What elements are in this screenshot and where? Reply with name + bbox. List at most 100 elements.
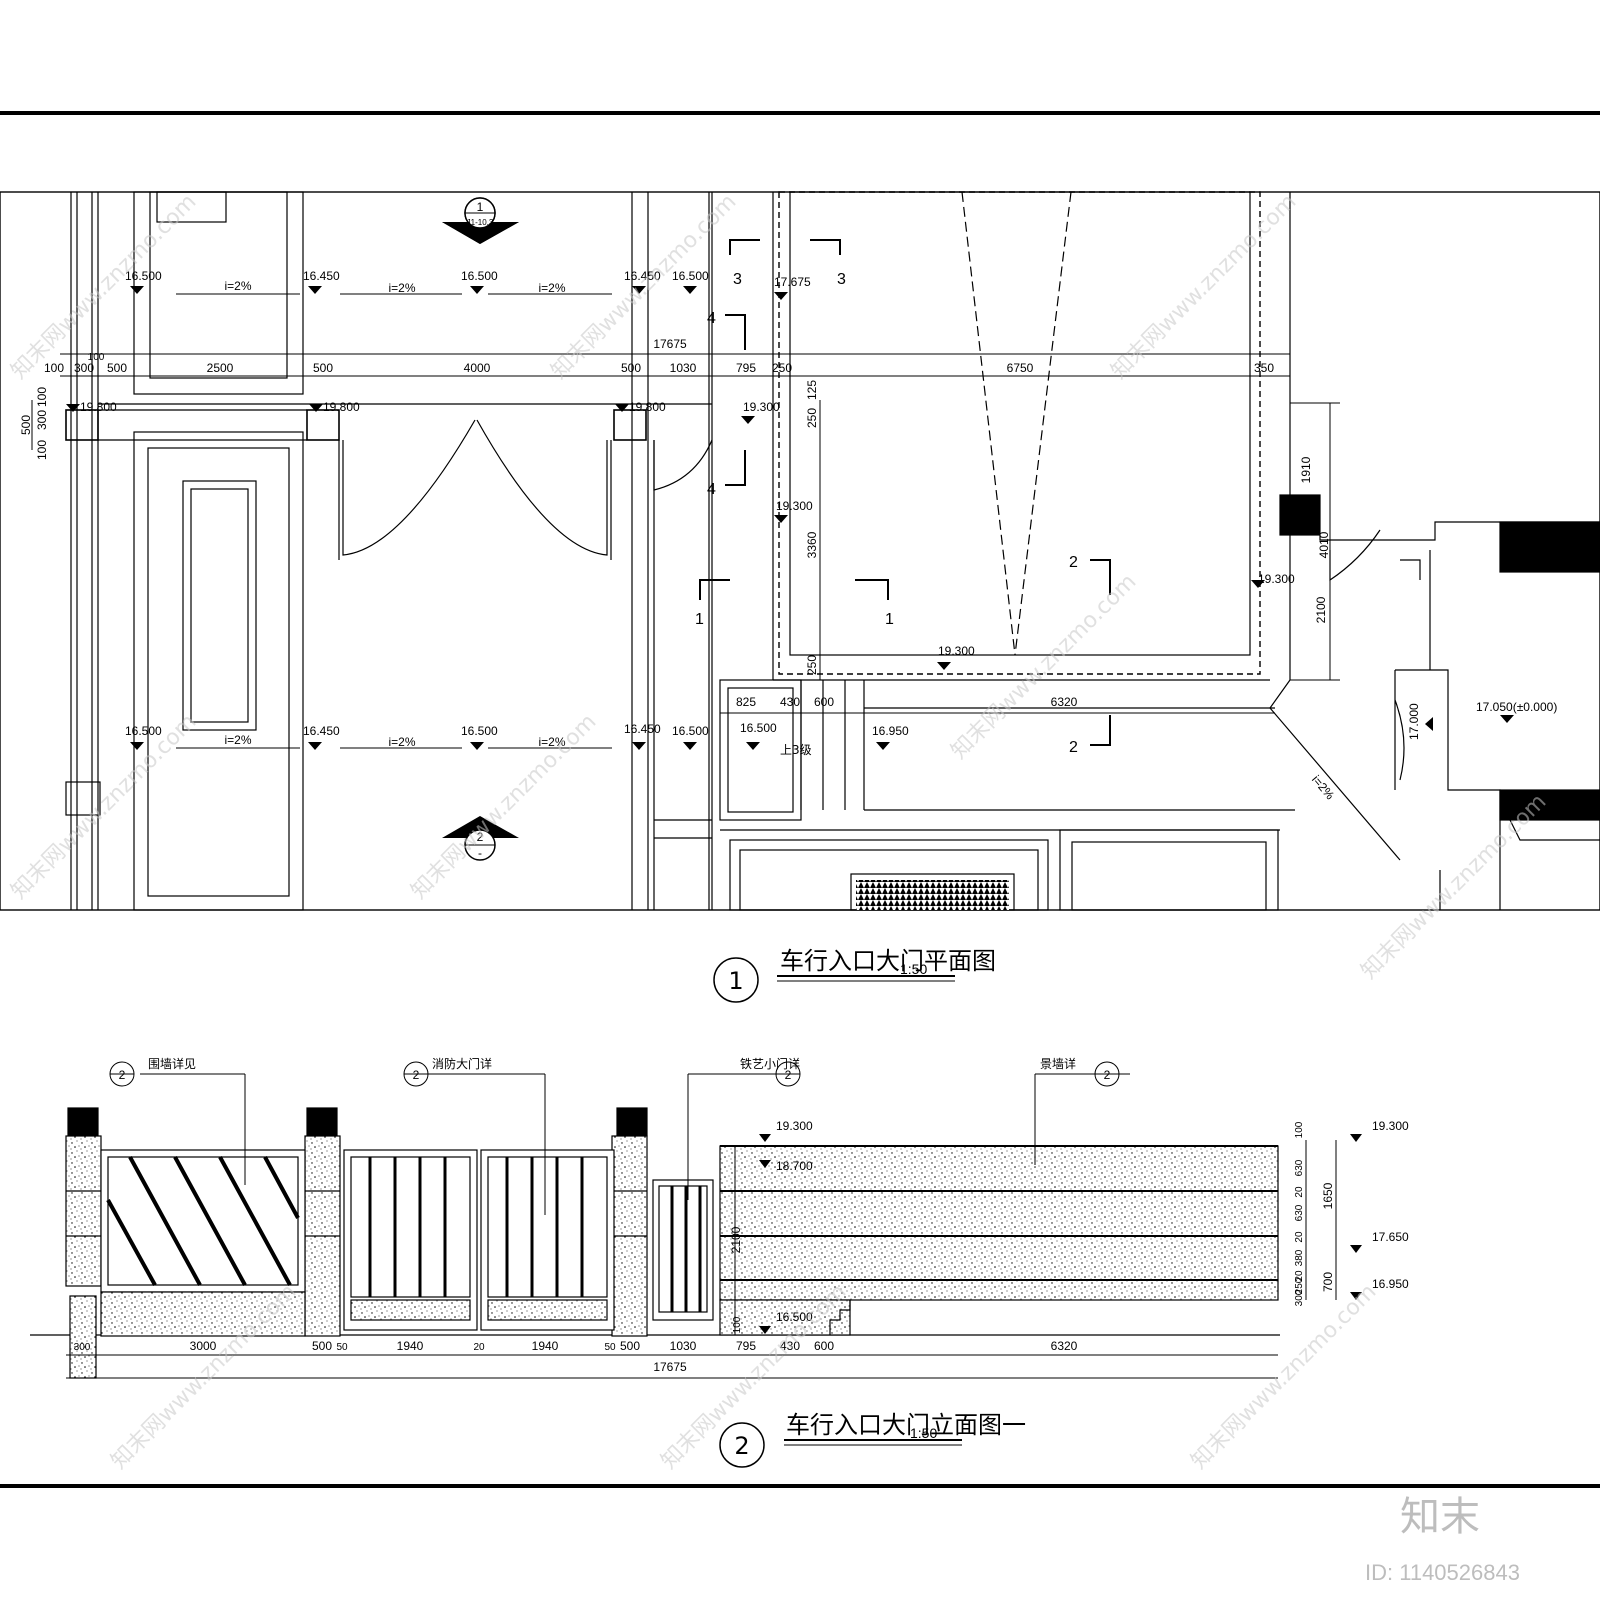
plan-number: 1 [728,967,743,995]
plan-section-labels: 3 3 4 4 1 1 2 2 [695,271,1078,756]
elevation-label: 19.300 [743,400,780,414]
dim-label: 250 [772,361,792,375]
plan-callout-bottom-ref: - [478,846,482,860]
dim-label: 50 [604,1342,616,1353]
dim-label: 250 [805,408,819,428]
elevation-label: 16.450 [624,269,661,283]
elevation-label: 16.500 [125,724,162,738]
callout-label: 消防大门详 [432,1056,492,1071]
watermark-text: 知末网www.znzmo.com [7,709,202,904]
slope-label: i=2% [538,281,565,295]
dim-label: 1030 [670,1339,697,1353]
dim-label: 430 [780,1339,800,1353]
elevation-dims: 300 3000 500 50 1940 20 1940 50 500 1030… [74,1121,1335,1374]
watermark-text: 知末网www.znzmo.com [947,569,1142,764]
dim-label: 380 [1294,1249,1305,1266]
section-label: 2 [1069,739,1078,756]
dim-label: 100 [35,440,49,460]
plan-title: 车行入口大门平面图 [780,947,996,975]
dim-label: 2500 [207,361,234,375]
level-label: 19.300 [776,1119,813,1133]
section-label: 3 [837,271,846,288]
elevation-label: 19.800 [80,400,117,414]
dim-label: 250 [1294,1277,1305,1294]
elevation-number: 2 [734,1432,749,1460]
watermark-text: 知末网www.znzmo.com [407,709,602,904]
dim-label: 20 [1294,1270,1305,1282]
dim-label: 250 [805,655,819,675]
dim-label: 300 [1294,1289,1305,1306]
dim-label: 20 [473,1342,485,1353]
level-label: 17.650 [1372,1230,1409,1244]
section-label: 1 [885,611,894,628]
elevation-label: 19.800 [629,400,666,414]
elevation-label: 19.300 [938,644,975,658]
dim-label: 430 [780,695,800,709]
image-id: ID: 1140526843 [1365,1560,1520,1585]
plan-title-block [713,957,955,1003]
plan-callout-bottom [442,816,519,861]
dim-label: 100 [35,387,49,407]
dim-label: 1650 [1321,1182,1335,1209]
dim-label: 1940 [397,1339,424,1353]
plan-scale: 1:50 [900,961,927,977]
dim-label: 350 [1254,361,1274,375]
section-label: 4 [707,481,716,498]
elevation-label: 17.050(±0.000) [1476,700,1557,714]
elevation-label: 16.500 [125,269,162,283]
watermark-text: 知末网www.znzmo.com [1187,1279,1382,1474]
section-label: 1 [695,611,704,628]
section-marks [699,239,1111,746]
dim-label: 100 [732,1316,743,1333]
callout-label: 景墙详 [1040,1056,1076,1071]
elevation-label: 19.300 [1258,572,1295,586]
dim-label: 4000 [464,361,491,375]
dim-label: 2100 [729,1226,743,1253]
elevation-label: 16.450 [303,269,340,283]
slope-label: i=2% [388,281,415,295]
dim-label: 795 [736,1339,756,1353]
elevation-view [30,1107,1280,1379]
ramp-label: i=2% [1309,773,1337,803]
level-label: 16.500 [776,1310,813,1324]
dim-label: 6750 [1007,361,1034,375]
dim-label: 500 [312,1339,332,1353]
callout-label: 围墙详见 [148,1056,196,1071]
brand-logo: 知末 [1400,1494,1480,1540]
slope-label: i=2% [388,735,415,749]
elevation-callout-labels: 2 2 2 2 围墙详见 消防大门详 铁艺小门详 景墙详 [119,1056,1111,1082]
elevation-label: 16.500 [672,269,709,283]
dim-label: 795 [736,361,756,375]
plan-top-dims: 100 300 500 2500 500 4000 500 1030 795 2… [19,337,1331,709]
elevation-label: 16.450 [303,724,340,738]
elevation-label: 16.450 [624,722,661,736]
plan-callout-top [442,197,519,244]
dim-label: 500 [19,415,33,435]
elevation-title-block [719,1422,962,1468]
level-label: 16.950 [1372,1277,1409,1291]
dim-label: 630 [1294,1204,1305,1221]
slope-label: i=2% [538,735,565,749]
dim-label: 300 [74,1342,91,1353]
dim-label: 825 [736,695,756,709]
elevation-label: 16.500 [461,269,498,283]
dim-label: 3000 [190,1339,217,1353]
plan-callout-top-num: 1 [477,200,484,214]
dim-label: 4010 [1317,531,1331,558]
dim-label: 100 [44,361,64,375]
elevation-label: 19.800 [323,400,360,414]
elevation-markers [66,286,1514,750]
elevation-leaders [66,1061,1337,1379]
dim-label: 700 [1321,1272,1335,1292]
dim-label: 600 [814,1339,834,1353]
dim-label: 500 [313,361,333,375]
plan-callout-top-ref: J1-10.3 [467,218,494,227]
dim-label: 3360 [805,531,819,558]
dim-label: 20 [1294,1186,1305,1198]
elevation-label: 16.950 [872,724,909,738]
elevation-label: 17.675 [774,275,811,289]
elevation-title: 车行入口大门立面图一 [786,1411,1026,1439]
dim-label: 20 [1294,1231,1305,1243]
level-label: 19.300 [1372,1119,1409,1133]
watermark-text: 知末网www.znzmo.com [1107,189,1302,384]
